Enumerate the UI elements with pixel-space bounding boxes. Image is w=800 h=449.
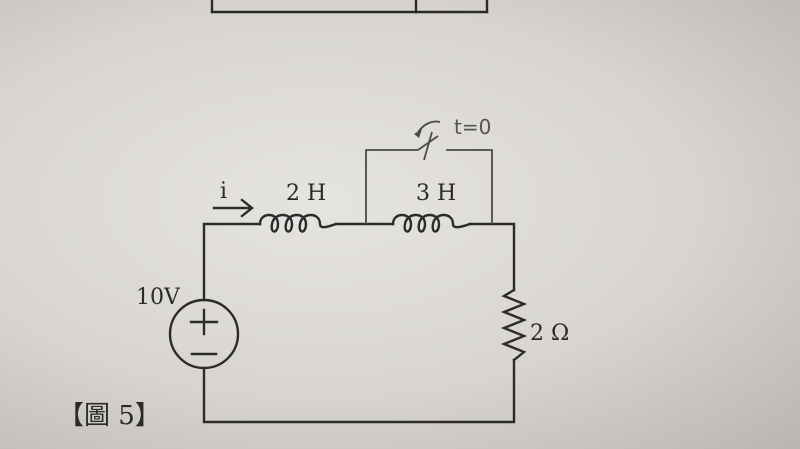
resistor-2ohm	[500, 288, 528, 362]
inductor-2h	[258, 213, 338, 233]
switch-label: t=0	[454, 115, 491, 139]
circuit-wires	[202, 222, 516, 424]
resistor-label: 2 Ω	[530, 321, 569, 346]
switch-branch	[365, 120, 493, 224]
inductor2-label: 3 H	[416, 181, 456, 206]
inductor1-label: 2 H	[286, 181, 326, 206]
voltage-source	[168, 298, 240, 370]
current-arrow-icon	[212, 198, 254, 218]
table-remnant	[210, 0, 489, 14]
current-label: i	[220, 179, 227, 204]
figure-caption: 【圖 5】	[58, 401, 161, 431]
inductor-3h	[391, 213, 472, 233]
source-label: 10V	[136, 285, 181, 310]
